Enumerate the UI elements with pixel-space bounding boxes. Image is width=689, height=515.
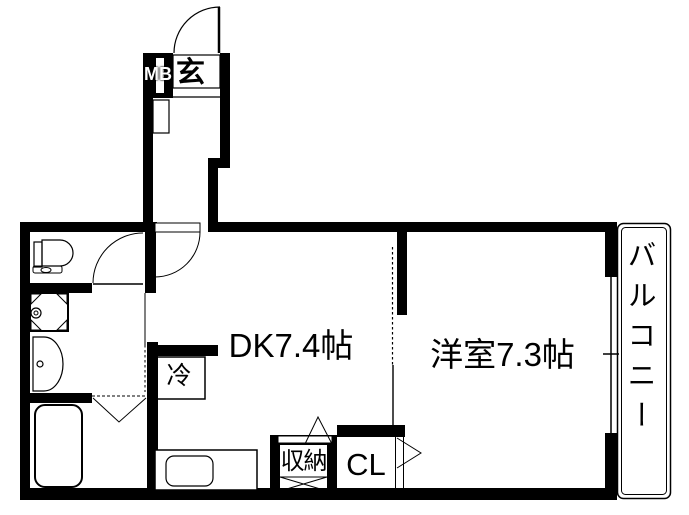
kitchen-sink xyxy=(165,455,214,487)
pan-corner-tl xyxy=(30,293,43,306)
corridor-dk-door-leaf xyxy=(154,222,201,233)
storage-label: 収納 xyxy=(280,448,328,475)
balcony-rail-outer xyxy=(616,222,672,500)
storage-door-slot xyxy=(277,435,333,444)
toilet-tank xyxy=(33,241,43,268)
cl-door-triangle xyxy=(396,437,422,469)
wall-outer-bottom xyxy=(20,488,617,500)
toilet-base xyxy=(32,265,63,274)
entrance-label: 玄 xyxy=(176,57,206,89)
storage-door-triangle xyxy=(304,415,333,445)
bathtub xyxy=(34,404,83,488)
storage-closet xyxy=(277,415,333,492)
balcony-label: バルコニー xyxy=(623,240,655,440)
wall-top-left-section xyxy=(20,222,157,232)
walls xyxy=(20,53,617,500)
refrigerator-space xyxy=(152,356,206,400)
corridor-dk-door-arc xyxy=(154,231,201,278)
wall-toilet-bottom xyxy=(20,283,92,293)
wall-storage-left xyxy=(270,435,280,488)
wall-washroom-bath-right xyxy=(147,342,158,495)
closet-label: CL xyxy=(346,447,386,482)
wall-corridor-right-lower xyxy=(208,158,218,223)
toilet-room xyxy=(32,232,144,285)
pan-drain-inner xyxy=(33,310,39,316)
western-room-label: 洋室7.3帖 xyxy=(430,336,575,373)
balcony-area xyxy=(603,222,672,500)
wall-cl-top xyxy=(337,425,405,437)
partition-sliding-door xyxy=(391,247,394,427)
wall-outer-left xyxy=(20,222,30,500)
shoe-cabinet xyxy=(152,99,170,134)
washbasin xyxy=(32,336,64,392)
pan-drain xyxy=(30,307,42,319)
dining-kitchen-label: DK7.4帖 xyxy=(228,327,354,364)
storage-x-mark xyxy=(279,476,328,492)
wall-bath-top xyxy=(20,393,92,403)
wall-right-lower xyxy=(605,433,617,500)
wall-storage-right xyxy=(327,435,337,488)
wall-toilet-right xyxy=(145,222,156,293)
toilet-seat-detail xyxy=(40,267,52,273)
meter-box-slot xyxy=(156,58,164,93)
kitchen xyxy=(152,356,258,491)
wall-partition-upper xyxy=(397,232,407,315)
entrance-area xyxy=(152,6,221,134)
pan-corner-tr xyxy=(55,293,68,306)
genkan-step xyxy=(172,54,221,89)
pan-corner-br xyxy=(55,318,68,331)
wall-corridor-left xyxy=(143,53,153,223)
balcony-rail-inner xyxy=(621,227,667,495)
wall-right-upper xyxy=(605,222,617,277)
wall-top-main xyxy=(208,222,617,232)
washroom xyxy=(29,292,146,392)
wall-corridor-jut xyxy=(208,158,230,168)
bathroom xyxy=(34,395,147,488)
cl-closet xyxy=(395,437,422,488)
washing-machine-pan xyxy=(29,292,69,332)
pan-corner-bl xyxy=(30,318,43,331)
entrance-door-arc xyxy=(173,6,221,54)
bath-folding-door xyxy=(92,397,147,423)
wall-corridor-right xyxy=(220,53,230,168)
toilet-bowl xyxy=(41,239,74,267)
washbasin-faucet xyxy=(36,360,44,368)
corridor-dk-door xyxy=(154,222,201,278)
refrigerator-label: 冷 xyxy=(166,362,192,390)
wall-kitchen-stub xyxy=(153,345,218,356)
toilet-door-arc xyxy=(92,232,144,284)
meter-box-label: MB xyxy=(144,64,172,84)
